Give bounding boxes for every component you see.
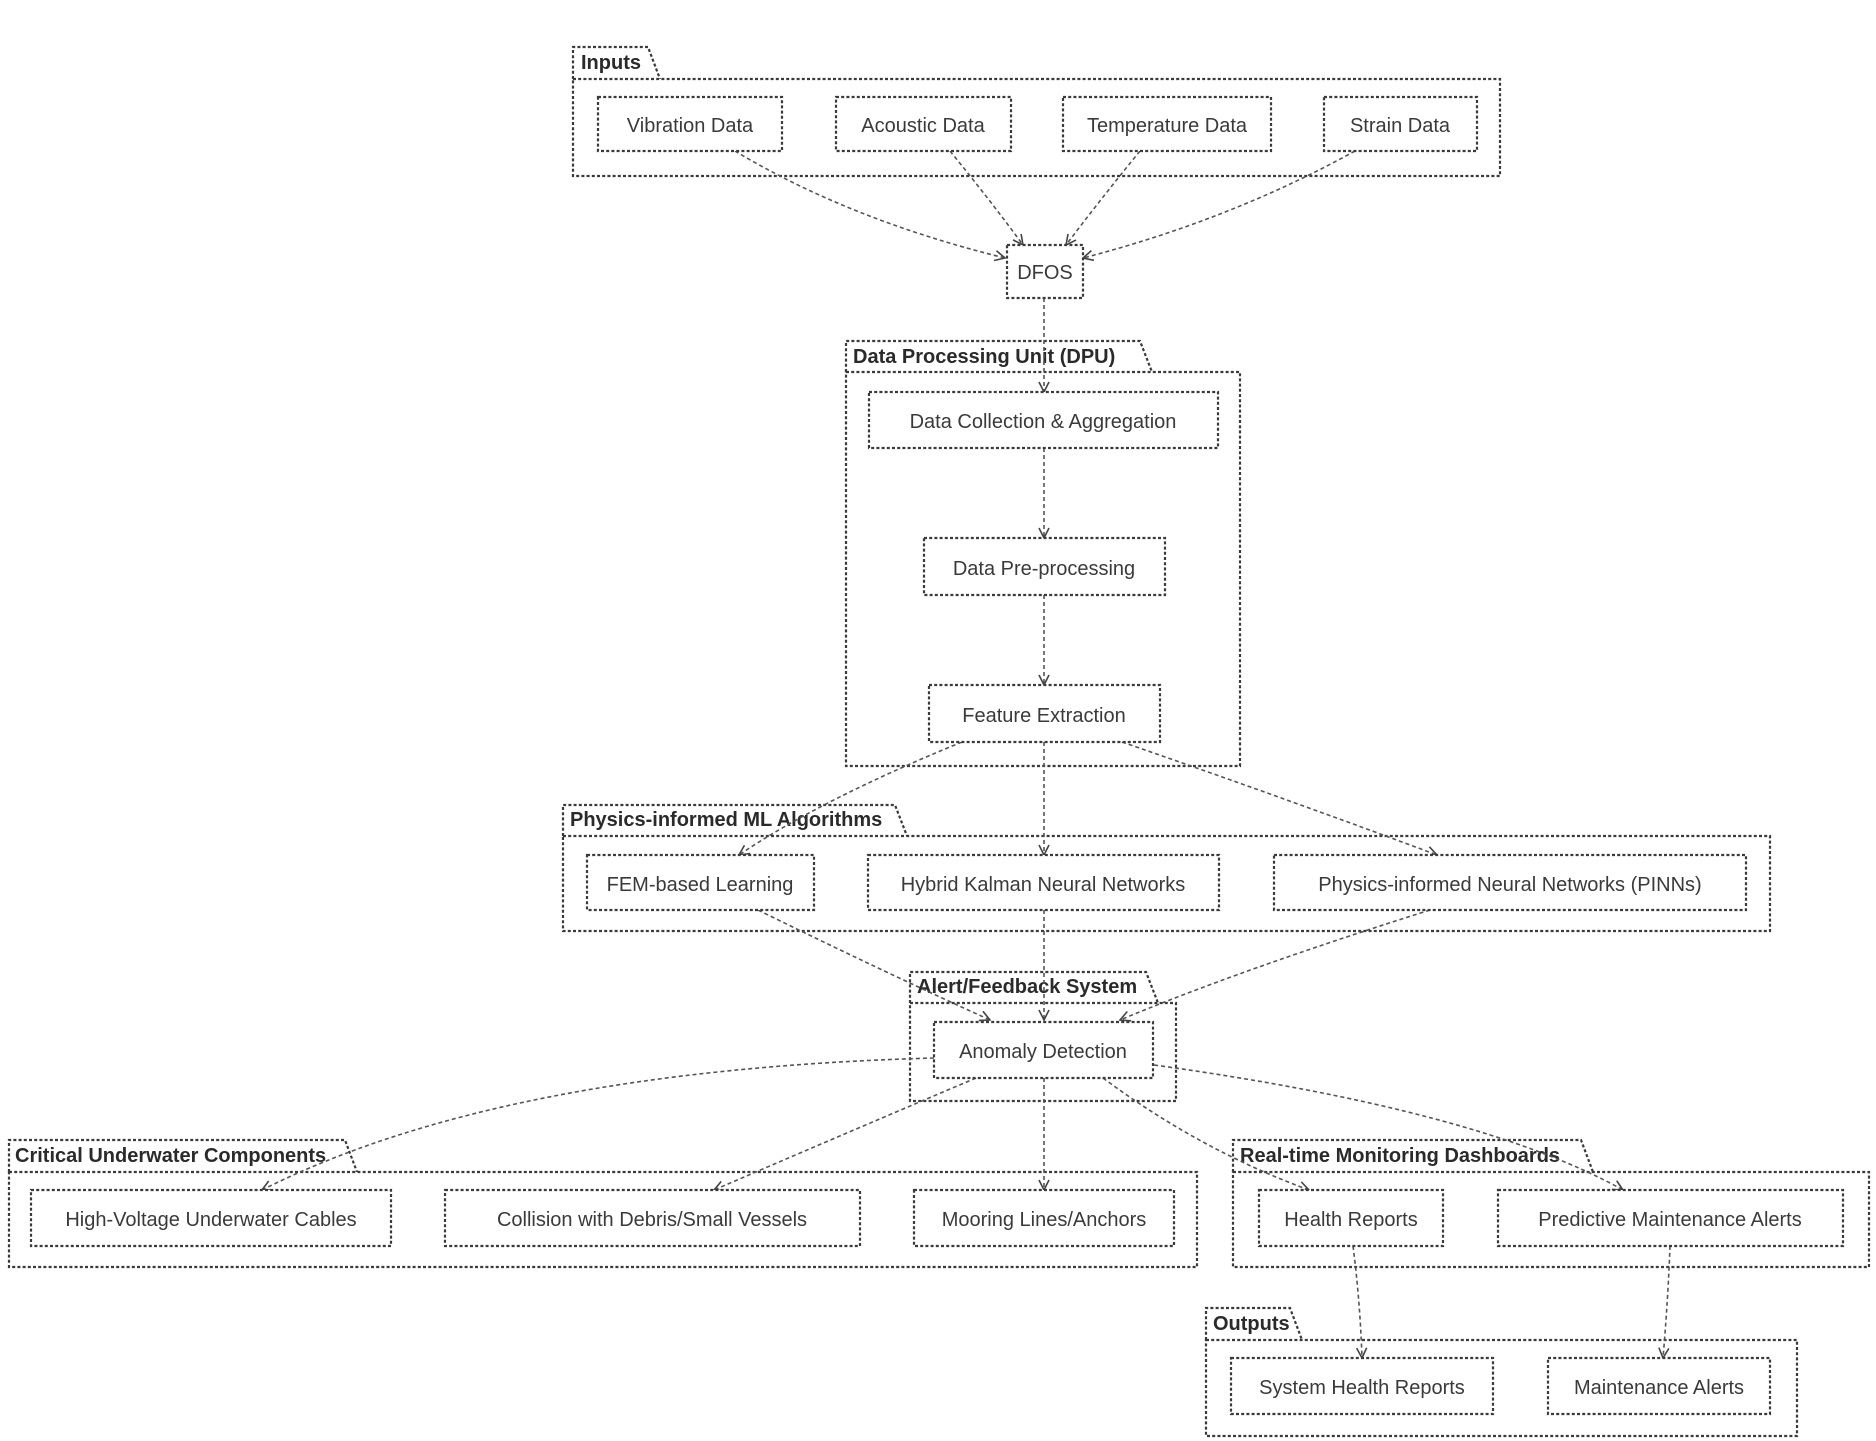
node-collision: Collision with Debris/Small Vessels	[445, 1190, 860, 1246]
node-predictive-alerts: Predictive Maintenance Alerts	[1498, 1190, 1843, 1246]
node-hv-cables: High-Voltage Underwater Cables	[31, 1190, 391, 1246]
node-data-preprocessing: Data Pre-processing	[924, 538, 1165, 595]
package-alert-title: Alert/Feedback System	[917, 976, 1137, 998]
svg-text:Data Collection & Aggregation: Data Collection & Aggregation	[910, 411, 1177, 433]
node-dfos: DFOS	[1007, 245, 1083, 298]
svg-text:Strain Data: Strain Data	[1350, 115, 1451, 137]
package-dashboards-title: Real-time Monitoring Dashboards	[1240, 1145, 1560, 1167]
svg-text:Health Reports: Health Reports	[1284, 1209, 1417, 1231]
package-inputs-title: Inputs	[581, 52, 641, 74]
edge-anomaly-cables	[262, 1058, 934, 1190]
package-piml-title: Physics-informed ML Algorithms	[570, 809, 882, 831]
node-feature-extraction: Feature Extraction	[929, 685, 1160, 742]
svg-text:Hybrid Kalman Neural Networks: Hybrid Kalman Neural Networks	[901, 874, 1186, 896]
svg-text:Data Pre-processing: Data Pre-processing	[953, 558, 1135, 580]
package-critical-title: Critical Underwater Components	[15, 1145, 326, 1167]
svg-text:Temperature Data: Temperature Data	[1087, 115, 1248, 137]
svg-text:System Health Reports: System Health Reports	[1259, 1377, 1465, 1399]
svg-text:Collision with Debris/Small Ve: Collision with Debris/Small Vessels	[497, 1209, 807, 1231]
package-dpu-title: Data Processing Unit (DPU)	[853, 346, 1115, 368]
node-fem-learning: FEM-based Learning	[587, 855, 814, 910]
node-vibration-data: Vibration Data	[598, 97, 782, 151]
node-system-health-reports: System Health Reports	[1231, 1358, 1493, 1414]
node-strain-data: Strain Data	[1324, 97, 1477, 151]
node-temperature-data: Temperature Data	[1063, 97, 1271, 151]
node-acoustic-data: Acoustic Data	[836, 97, 1011, 151]
node-pinn: Physics-informed Neural Networks (PINNs)	[1274, 855, 1746, 910]
node-anomaly-detection: Anomaly Detection	[934, 1022, 1153, 1078]
svg-text:High-Voltage Underwater Cables: High-Voltage Underwater Cables	[65, 1209, 356, 1231]
node-health-reports: Health Reports	[1259, 1190, 1443, 1246]
node-mooring: Mooring Lines/Anchors	[914, 1190, 1174, 1246]
node-hybrid-kalman: Hybrid Kalman Neural Networks	[868, 855, 1219, 910]
svg-text:Acoustic Data: Acoustic Data	[861, 115, 985, 137]
svg-text:Maintenance Alerts: Maintenance Alerts	[1574, 1377, 1744, 1399]
svg-text:Vibration Data: Vibration Data	[627, 115, 754, 137]
svg-text:Mooring Lines/Anchors: Mooring Lines/Anchors	[942, 1209, 1147, 1231]
svg-text:Predictive Maintenance Alerts: Predictive Maintenance Alerts	[1538, 1209, 1801, 1231]
node-data-collection: Data Collection & Aggregation	[869, 392, 1218, 448]
svg-text:Anomaly Detection: Anomaly Detection	[959, 1041, 1127, 1063]
svg-text:FEM-based Learning: FEM-based Learning	[607, 874, 794, 896]
svg-text:Physics-informed Neural Networ: Physics-informed Neural Networks (PINNs)	[1318, 874, 1701, 896]
svg-text:Feature Extraction: Feature Extraction	[962, 705, 1125, 727]
svg-text:DFOS: DFOS	[1017, 262, 1073, 284]
node-maintenance-alerts: Maintenance Alerts	[1548, 1358, 1770, 1414]
package-outputs-title: Outputs	[1213, 1313, 1290, 1335]
